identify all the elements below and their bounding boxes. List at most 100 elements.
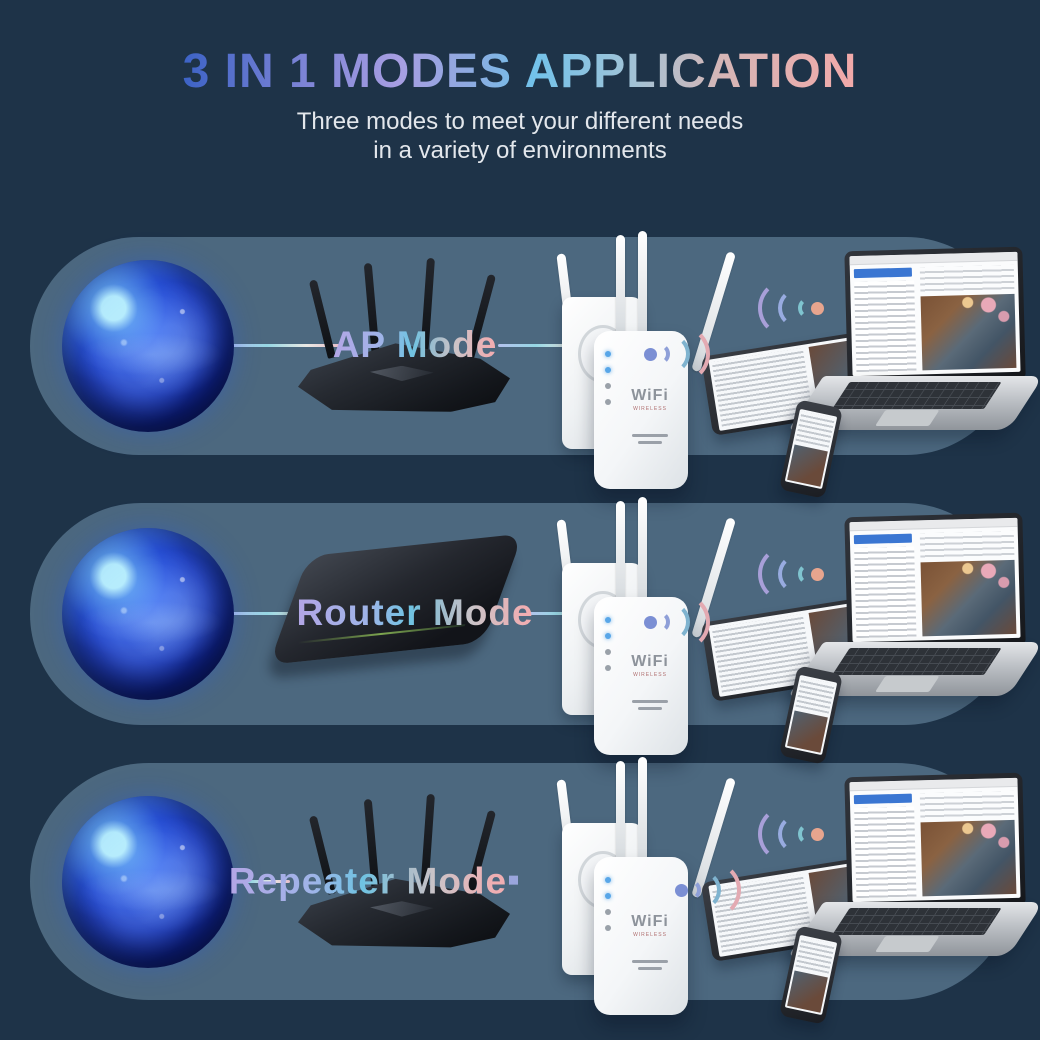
connector-line-left (228, 344, 340, 347)
phone-webpage-photo (787, 970, 828, 1013)
extender-fineprint-bar (638, 441, 662, 444)
header: 3 IN 1 MODES APPLICATION Three modes to … (0, 44, 1040, 165)
internet-globe-image (62, 528, 234, 700)
webpage-photo (920, 293, 1017, 371)
wifi-extender-image: WiFi WIRELESS (556, 497, 737, 755)
phone-webpage-photo (787, 444, 828, 487)
page-subtitle: Three modes to meet your different needs… (0, 107, 1040, 165)
wifi-signal-icon (758, 273, 824, 343)
signal-arc (516, 860, 555, 899)
browser-toolbar (849, 777, 1018, 792)
wireless-router-image (298, 257, 510, 416)
led-icon (605, 367, 611, 373)
signal-arc (758, 279, 816, 337)
webpage-list-column (854, 546, 917, 639)
wifi-signal-icon (758, 539, 824, 609)
signal-arc (652, 593, 710, 651)
laptop-trackpad (875, 936, 940, 952)
extender-led-indicators (605, 617, 611, 671)
extender-branding: WiFi WIRELESS (622, 387, 678, 444)
phone-screen (784, 408, 838, 490)
page-title: 3 IN 1 MODES APPLICATION (182, 45, 858, 98)
extender-fineprint-bar (632, 700, 668, 703)
connector-line-left (228, 612, 340, 615)
phone-screen (784, 674, 838, 756)
extender-fineprint-bar (638, 967, 662, 970)
extender-fineprint-bar (632, 960, 668, 963)
extender-brand-subtext: WIRELESS (633, 406, 667, 412)
extender-led-indicators (605, 351, 611, 405)
connector-line-left (228, 879, 290, 883)
phone-webpage-photo (787, 710, 828, 753)
laptop-keyboard (832, 382, 1002, 409)
extender-antenna-icon (638, 497, 647, 605)
webpage-header-bar (853, 533, 913, 545)
extender-brand-subtext: WIRELESS (633, 672, 667, 678)
client-devices-group (700, 771, 1040, 1025)
connector-line-right (498, 344, 606, 347)
mode-label-text: Router Mode (296, 592, 534, 634)
panel-ap-mode: AP Mode WiFi WIRELESS (30, 231, 1040, 499)
laptop-screen (844, 512, 1026, 648)
wifi-signal-icon (644, 588, 710, 656)
mode-label-ap: AP Mode (242, 324, 588, 366)
laptop-image (788, 772, 1040, 956)
wifi-signal-icon (644, 320, 710, 388)
led-icon (605, 925, 611, 931)
led-icon (605, 383, 611, 389)
browser-toolbar (849, 251, 1018, 266)
phone-webpage-text (795, 677, 835, 714)
extender-fineprint-bar (632, 434, 668, 437)
webpage-text-lines (919, 530, 1015, 560)
webpage-text-lines (919, 790, 1015, 820)
extender-antenna-icon (616, 501, 625, 603)
signal-arc (758, 545, 816, 603)
panel-router-mode: Router Mode WiFi WIRELESS (30, 497, 1040, 765)
laptop-image (788, 246, 1040, 430)
laptop-trackpad (875, 410, 940, 426)
phone-webpage-text (795, 937, 835, 974)
client-devices-group (700, 245, 1040, 499)
mode-label-repeater: Repeater Mode (226, 859, 556, 902)
laptop-keyboard (832, 648, 1002, 675)
led-icon (605, 665, 611, 671)
extender-antenna-icon (638, 231, 647, 339)
mode-label-text: Repeater Mode (228, 860, 508, 902)
extender-branding: WiFi WIRELESS (622, 913, 678, 970)
extender-body: WiFi WIRELESS (594, 597, 688, 755)
laptop-screen (844, 246, 1026, 382)
extender-antenna-icon (616, 761, 625, 863)
wireless-router-image (298, 793, 510, 951)
extender-led-indicators (605, 877, 611, 931)
client-devices-group (700, 511, 1040, 765)
extender-antenna-icon (616, 235, 625, 337)
webpage-text-lines (919, 264, 1015, 294)
subtitle-line-2: in a variety of environments (373, 137, 667, 164)
wifi-signal-icon (758, 799, 824, 869)
internet-globe-image (62, 260, 234, 432)
laptop-webpage (849, 251, 1021, 377)
led-icon (605, 909, 611, 915)
extender-brand-subtext: WIRELESS (633, 932, 667, 938)
laptop-webpage (849, 517, 1021, 643)
extender-brand-text: WiFi (631, 387, 669, 404)
laptop-webpage (849, 777, 1021, 903)
subtitle-line-1: Three modes to meet your different needs (296, 108, 744, 135)
wifi-signal-icon (675, 856, 741, 924)
led-icon (605, 893, 611, 899)
led-icon (605, 617, 611, 623)
extender-brand-text: WiFi (631, 653, 669, 670)
signal-arc (652, 325, 710, 383)
extender-fineprint-bar (638, 707, 662, 710)
panel-repeater-mode: Repeater Mode WiFi WIRELESS (30, 757, 1040, 1025)
webpage-header-bar (853, 267, 913, 279)
webpage-list-column (854, 806, 917, 899)
extender-antenna-icon (638, 757, 647, 865)
wifi-extender-image: WiFi WIRELESS (556, 757, 737, 1015)
phone-screen (784, 934, 838, 1016)
webpage-photo (920, 559, 1017, 637)
phone-webpage-text (795, 411, 835, 448)
signal-dot (509, 875, 519, 885)
signal-arc (758, 805, 816, 863)
